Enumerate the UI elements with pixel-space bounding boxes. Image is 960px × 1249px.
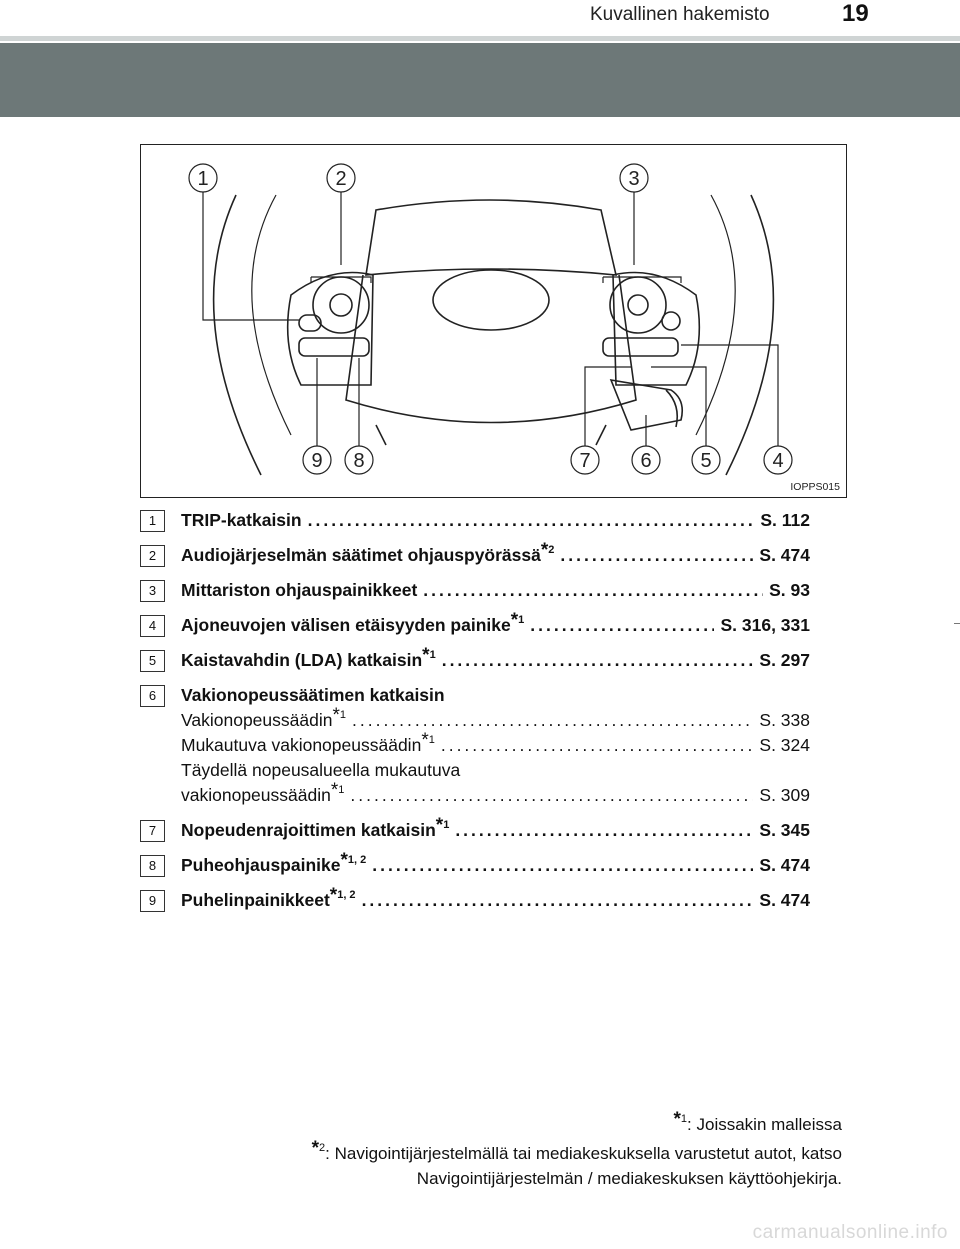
entry-sup: 1, 2 [347,854,367,866]
index-entries: 1 TRIP-katkaisin........................… [140,508,810,923]
callout-7: 7 [579,450,590,472]
entry-label: Puheohjauspainike [181,855,341,875]
watermark: carmanualsonline.info [752,1222,948,1243]
entry-label: Puhelinpainikkeet [181,890,330,910]
page-number: 19 [842,0,869,27]
subentry-ref[interactable]: S. 324 [759,735,810,755]
entry-2: 2 Audiojärjeselmän säätimet ohjauspyöräs… [140,541,810,568]
entry-7: 7 Nopeudenrajoittimen katkaisin*1.......… [140,816,810,843]
entry-4: 4 Ajoneuvojen välisen etäisyyden painike… [140,611,810,638]
entry-6: 6 Vakionopeussäätimen katkaisin Vakionop… [140,683,810,808]
entry-ref[interactable]: S. 316, 331 [720,615,810,635]
entry-8: 8 Puheohjauspainike*1, 2................… [140,851,810,878]
entry-ref[interactable]: S. 474 [759,545,810,565]
entry-5: 5 Kaistavahdin (LDA) katkaisin*1........… [140,646,810,673]
steering-wheel-figure: 1 2 3 4 5 6 7 8 9 IOPPS015 [140,144,847,498]
entry-number: 7 [140,820,165,842]
callout-3: 3 [628,168,639,190]
entry-number: 9 [140,890,165,912]
callout-6: 6 [640,450,651,472]
callout-1: 1 [197,168,208,190]
entry-1: 1 TRIP-katkaisin........................… [140,508,810,533]
entry-number: 1 [140,510,165,532]
entry-ref[interactable]: S. 474 [759,855,810,875]
entry-number: 6 [140,685,165,707]
footnotes: *1: Joissakin malleissa *2: Navigointijä… [311,1109,842,1195]
entry-number: 2 [140,545,165,567]
figure-code: IOPPS015 [790,481,840,493]
callout-2: 2 [335,168,346,190]
subentry-label: Mukautuva vakionopeussäädin [181,735,422,755]
footnote-2: *2: Navigointijärjestelmällä tai mediake… [311,1138,842,1188]
subentry-label: vakionopeussäädin [181,785,331,805]
section-title: Kuvallinen hakemisto [590,4,770,25]
entry-number: 3 [140,580,165,602]
subentry-sup: 1 [338,784,345,796]
entry-number: 4 [140,615,165,637]
entry-number: 5 [140,650,165,672]
entry-label: TRIP-katkaisin [181,510,302,530]
edge-mark [954,623,960,624]
entry-label: Vakionopeussäätimen katkaisin [181,685,445,705]
header-strip [0,0,960,38]
entry-sup: 1 [429,649,436,661]
subentry-sup: 1 [428,734,435,746]
entry-label: Kaistavahdin (LDA) katkaisin [181,650,423,670]
header-line [0,36,960,41]
entry-ref[interactable]: S. 345 [759,820,810,840]
entry-sup: 1, 2 [337,889,356,901]
entry-number: 8 [140,855,165,877]
entry-label: Nopeudenrajoittimen katkaisin [181,820,436,840]
steering-wheel-illustration: 1 2 3 4 5 6 7 8 9 [188,163,793,476]
subentry-label: Vakionopeussäädin [181,710,333,730]
entry-sup: 2 [548,544,555,556]
entry-9: 9 Puhelinpainikkeet*1, 2................… [140,886,810,913]
entry-ref[interactable]: S. 112 [760,510,810,530]
entry-ref[interactable]: S. 474 [759,890,810,910]
callout-5: 5 [700,450,711,472]
entry-sup: 1 [443,819,450,831]
entry-sup: 1 [518,614,525,626]
subentry-ref[interactable]: S. 338 [759,710,810,730]
callout-4: 4 [772,450,783,472]
footnote-1: *1: Joissakin malleissa [673,1109,842,1134]
header-band [0,43,960,117]
callout-8: 8 [353,450,364,472]
subentry-label-line1: Täydellä nopeusalueella mukautuva [181,760,461,780]
entry-ref[interactable]: S. 93 [769,580,810,600]
entry-label: Audiojärjeselmän säätimet ohjauspyörässä [181,545,541,565]
subentry-sup: 1 [339,709,346,721]
entry-label: Mittariston ohjauspainikkeet [181,580,418,600]
entry-3: 3 Mittariston ohjauspainikkeet..........… [140,578,810,603]
entry-ref[interactable]: S. 297 [759,650,810,670]
subentry-ref[interactable]: S. 309 [759,785,810,805]
entry-label: Ajoneuvojen välisen etäisyyden painike [181,615,511,635]
callout-9: 9 [311,450,322,472]
